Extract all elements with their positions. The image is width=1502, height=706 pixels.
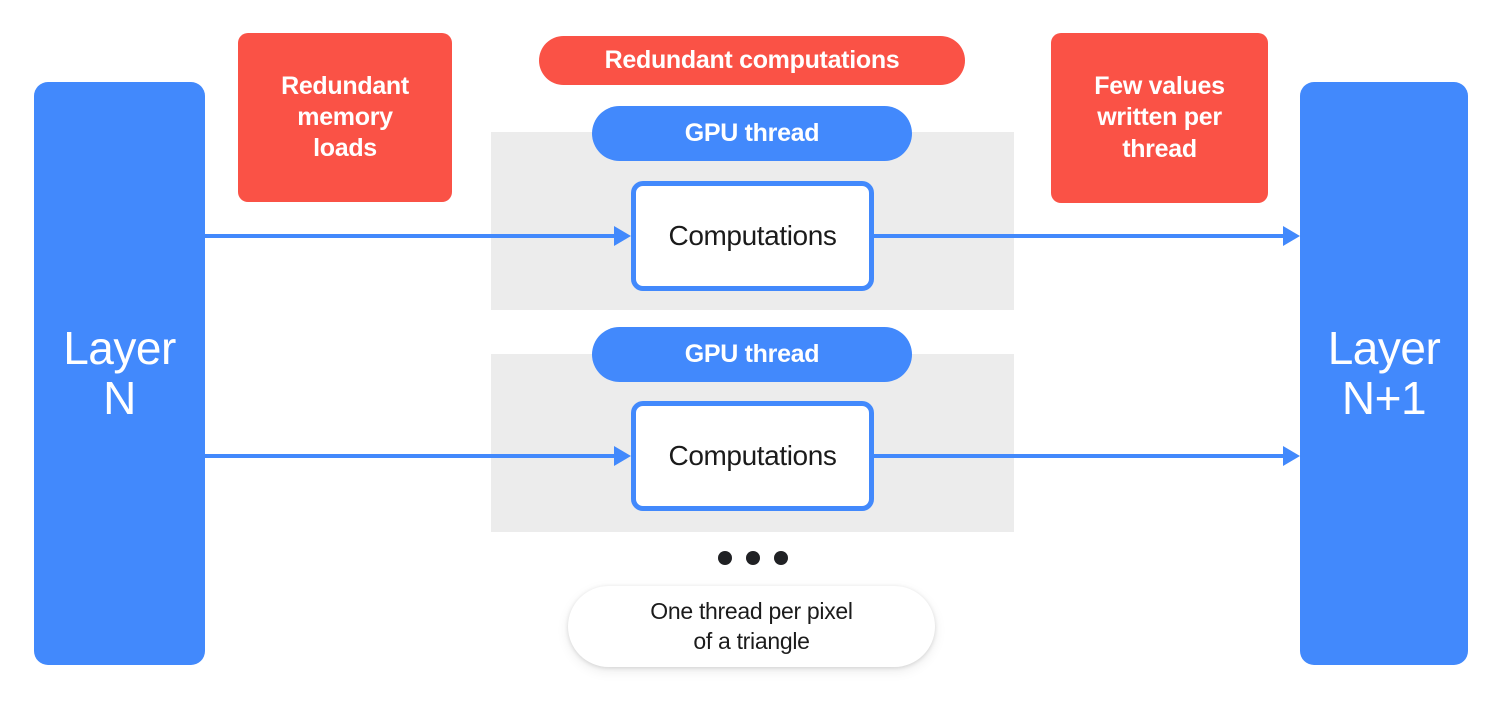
layer-n-block: Layer N	[34, 82, 205, 665]
arrow-head-icon-into-layer-n-plus-1-top	[1283, 226, 1300, 246]
annotation-few-values-written-per-thread: Few values written per thread	[1051, 33, 1268, 203]
computations-box-2: Computations	[631, 401, 874, 511]
annotation-redundant-computations: Redundant computations	[539, 36, 965, 85]
ellipsis-dot	[774, 551, 788, 565]
connector-thread-1-to-layer-n-plus-1	[874, 234, 1286, 238]
arrow-head-icon-into-thread-2	[614, 446, 631, 466]
gpu-thread-pill-1-label: GPU thread	[684, 119, 820, 147]
layer-n-plus-1-block: Layer N+1	[1300, 82, 1468, 665]
computations-box-1-label: Computations	[668, 220, 837, 251]
annotation-few-values-written-per-thread-label: Few values written per thread	[1094, 72, 1225, 163]
ellipsis-icon	[718, 548, 788, 568]
annotation-redundant-memory-loads: Redundant memory loads	[238, 33, 452, 202]
computations-box-2-label: Computations	[668, 440, 837, 471]
gpu-thread-pill-2: GPU thread	[592, 327, 912, 382]
connector-layer-n-to-thread-2	[205, 454, 617, 458]
annotation-redundant-memory-loads-label: Redundant memory loads	[281, 71, 409, 163]
ellipsis-dot	[746, 551, 760, 565]
caption-one-thread-per-pixel: One thread per pixel of a triangle	[568, 586, 935, 667]
gpu-thread-pill-1: GPU thread	[592, 106, 912, 161]
ellipsis-dot	[718, 551, 732, 565]
gpu-thread-pill-2-label: GPU thread	[684, 340, 820, 368]
connector-thread-2-to-layer-n-plus-1	[874, 454, 1286, 458]
arrow-head-icon-into-thread-1	[614, 226, 631, 246]
arrow-head-icon-into-layer-n-plus-1-bottom	[1283, 446, 1300, 466]
computations-box-1: Computations	[631, 181, 874, 291]
connector-layer-n-to-thread-1	[205, 234, 617, 238]
annotation-redundant-computations-label: Redundant computations	[604, 46, 900, 74]
caption-one-thread-per-pixel-label: One thread per pixel of a triangle	[650, 598, 853, 654]
layer-n-plus-1-label: Layer N+1	[1327, 321, 1441, 424]
layer-n-label: Layer N	[63, 321, 176, 424]
